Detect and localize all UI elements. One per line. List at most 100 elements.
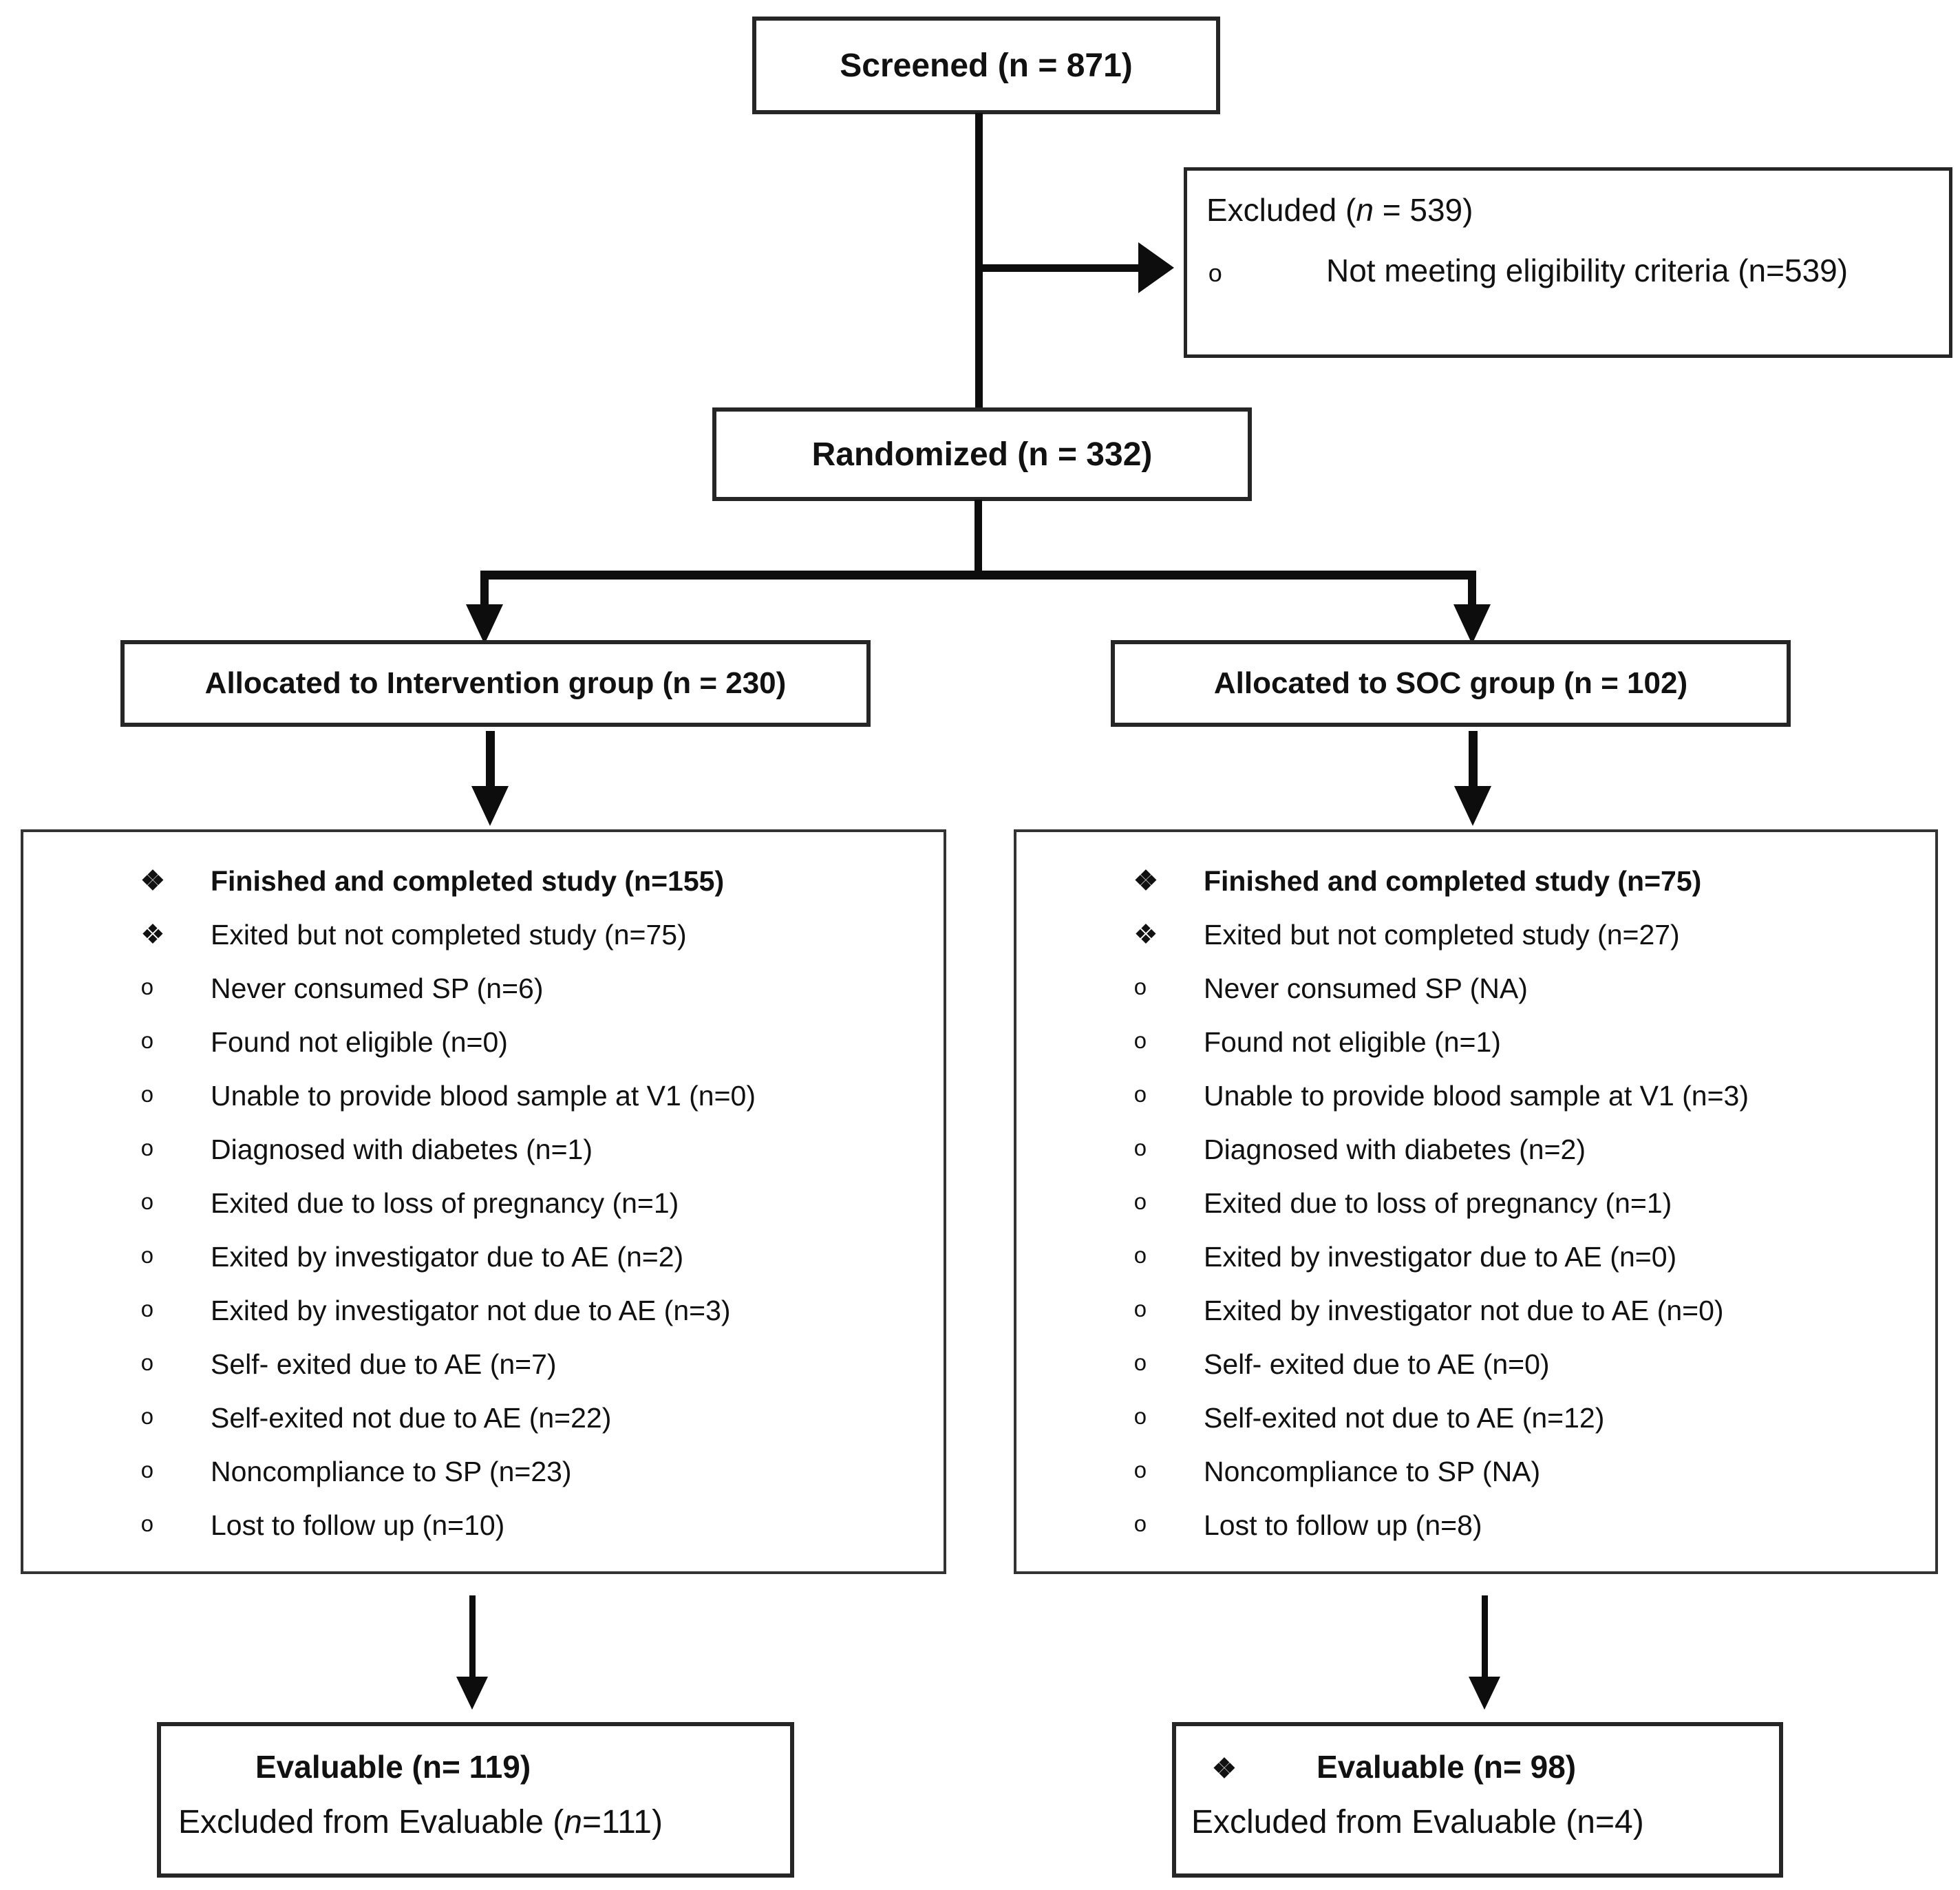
- list-item: o Exited by investigator due to AE (n=2): [23, 1230, 944, 1284]
- list-item: ❖ Exited but not completed study (n=27): [1016, 908, 1935, 962]
- bullet-icon: o: [140, 1351, 154, 1377]
- list-item: o Self- exited due to AE (n=0): [1016, 1337, 1935, 1391]
- branch-right-stub: [1468, 571, 1476, 606]
- list-item: o Exited due to loss of pregnancy (n=1): [23, 1176, 944, 1230]
- list-item: o Diagnosed with diabetes (n=1): [23, 1123, 944, 1176]
- evaluable-intervention-line2: Excluded from Evaluable (n=111): [178, 1803, 790, 1841]
- eval-line2-prefix: Excluded from Evaluable (: [178, 1804, 564, 1840]
- list-item: ❖ Finished and completed study (n=155): [23, 854, 944, 908]
- arrowhead-intervention-evaluable-icon: [456, 1677, 488, 1710]
- list-item: o Never consumed SP (n=6): [23, 962, 944, 1015]
- excluded-box: Excluded (n = 539) o Not meeting eligibi…: [1184, 167, 1952, 358]
- bullet-icon: o: [140, 1136, 154, 1162]
- list-item: o Exited by investigator not due to AE (…: [1016, 1284, 1935, 1337]
- list-item-text: Exited by investigator due to AE (n=0): [1204, 1240, 1677, 1273]
- bullet-icon: o: [1133, 1512, 1147, 1538]
- bullet-icon: ❖: [1133, 920, 1158, 950]
- bullet-icon: o: [140, 1405, 154, 1431]
- allocated-intervention-box: Allocated to Intervention group (n = 230…: [120, 640, 871, 727]
- list-item-text: Unable to provide blood sample at V1 (n=…: [211, 1079, 756, 1112]
- excluded-item: o Not meeting eligibility criteria (n=53…: [1187, 252, 1949, 289]
- list-item: o Unable to provide blood sample at V1 (…: [1016, 1069, 1935, 1123]
- bullet-icon: o: [1133, 975, 1147, 1001]
- bullet-icon: o: [1133, 1405, 1147, 1431]
- bullet-icon: o: [1133, 1351, 1147, 1377]
- bullet-icon: o: [140, 1458, 154, 1485]
- excluded-title-prefix: Excluded (: [1206, 192, 1356, 228]
- list-item-text: Self-exited not due to AE (n=22): [211, 1401, 612, 1434]
- list-item: o Never consumed SP (NA): [1016, 962, 1935, 1015]
- arrowhead-soc-evaluable-icon: [1469, 1677, 1500, 1710]
- list-item-text: Exited by investigator due to AE (n=2): [211, 1240, 684, 1273]
- list-item-text: Unable to provide blood sample at V1 (n=…: [1204, 1079, 1749, 1112]
- list-item-text: Exited due to loss of pregnancy (n=1): [1204, 1187, 1672, 1219]
- list-item: o Diagnosed with diabetes (n=2): [1016, 1123, 1935, 1176]
- bullet-icon: o: [140, 975, 154, 1001]
- list-item-text: Exited due to loss of pregnancy (n=1): [211, 1187, 679, 1219]
- bullet-icon: ❖: [140, 920, 165, 950]
- allocated-intervention-label: Allocated to Intervention group (n = 230…: [204, 666, 787, 700]
- list-item: o Noncompliance to SP (n=23): [23, 1445, 944, 1498]
- list-item-text: Diagnosed with diabetes (n=2): [1204, 1133, 1586, 1165]
- randomized-label: Randomized (n = 332): [811, 436, 1153, 473]
- list-item-text: Exited but not completed study (n=75): [211, 918, 687, 951]
- list-item-text: Noncompliance to SP (n=23): [211, 1455, 572, 1487]
- soc-outcomes-box: ❖ Finished and completed study (n=75) ❖ …: [1014, 829, 1938, 1574]
- bullet-icon: o: [1133, 1244, 1147, 1270]
- bullet-icon: o: [1133, 1029, 1147, 1055]
- bullet-icon: ❖: [140, 866, 165, 896]
- allocated-soc-box: Allocated to SOC group (n = 102): [1111, 640, 1791, 727]
- list-item-text: Lost to follow up (n=10): [211, 1509, 505, 1541]
- list-item-text: Found not eligible (n=0): [211, 1026, 508, 1058]
- connector-to-excluded: [979, 264, 1142, 272]
- list-item: o Noncompliance to SP (NA): [1016, 1445, 1935, 1498]
- evaluable-soc-title: Evaluable (n= 98): [1317, 1749, 1577, 1785]
- arrowhead-down-right-icon: [1453, 604, 1491, 644]
- arrowhead-soc-outcomes-icon: [1454, 786, 1491, 826]
- list-item-text: Exited but not completed study (n=27): [1204, 918, 1680, 951]
- list-item: o Exited by investigator due to AE (n=0): [1016, 1230, 1935, 1284]
- list-item-text: Self- exited due to AE (n=7): [211, 1348, 557, 1380]
- connector-screened-to-randomized: [975, 113, 983, 409]
- list-item: o Unable to provide blood sample at V1 (…: [23, 1069, 944, 1123]
- excluded-title-suffix: = 539): [1373, 192, 1473, 228]
- list-item: o Self-exited not due to AE (n=12): [1016, 1391, 1935, 1445]
- evaluable-soc-box: ❖ Evaluable (n= 98) Excluded from Evalua…: [1172, 1722, 1783, 1878]
- bullet-icon: o: [140, 1297, 154, 1324]
- excluded-item-text: Not meeting eligibility criteria (n=539): [1326, 253, 1849, 288]
- bullet-icon: o: [140, 1029, 154, 1055]
- arrowhead-down-left-icon: [466, 604, 503, 644]
- list-item-text: Exited by investigator not due to AE (n=…: [1204, 1294, 1724, 1326]
- list-item: o Exited due to loss of pregnancy (n=1): [1016, 1176, 1935, 1230]
- branch-bar: [480, 571, 1476, 580]
- list-item: o Found not eligible (n=1): [1016, 1015, 1935, 1069]
- bullet-icon: o: [140, 1190, 154, 1216]
- bullet-icon: o: [1133, 1136, 1147, 1162]
- list-item-text: Lost to follow up (n=8): [1204, 1509, 1482, 1541]
- evaluable-soc-line2: Excluded from Evaluable (n=4): [1191, 1804, 1644, 1840]
- list-item: o Lost to follow up (n=10): [23, 1498, 944, 1552]
- connector-randomized-stub: [974, 500, 982, 574]
- evaluable-soc-title-row: ❖ Evaluable (n= 98): [1176, 1748, 1779, 1785]
- list-item: o Found not eligible (n=0): [23, 1015, 944, 1069]
- evaluable-intervention-title: Evaluable (n= 119): [255, 1749, 531, 1785]
- connector-soc-to-outcomes: [1469, 731, 1478, 787]
- list-item: o Self- exited due to AE (n=7): [23, 1337, 944, 1391]
- eval-line2-n: n: [564, 1804, 582, 1840]
- branch-left-stub: [480, 571, 489, 606]
- list-item-text: Finished and completed study (n=75): [1204, 864, 1702, 897]
- arrowhead-intervention-outcomes-icon: [471, 786, 509, 826]
- list-item: o Self-exited not due to AE (n=22): [23, 1391, 944, 1445]
- excluded-title-n: n: [1356, 192, 1374, 228]
- screened-box: Screened (n = 871): [752, 17, 1220, 114]
- list-item-text: Found not eligible (n=1): [1204, 1026, 1501, 1058]
- arrowhead-right-icon: [1138, 242, 1174, 293]
- list-item-text: Never consumed SP (n=6): [211, 972, 544, 1004]
- bullet-icon: o: [140, 1512, 154, 1538]
- eval-line2-suffix: =111): [582, 1804, 663, 1840]
- bullet-icon: o: [1133, 1458, 1147, 1485]
- list-item: o Lost to follow up (n=8): [1016, 1498, 1935, 1552]
- list-item-text: Diagnosed with diabetes (n=1): [211, 1133, 593, 1165]
- list-item: ❖ Exited but not completed study (n=75): [23, 908, 944, 962]
